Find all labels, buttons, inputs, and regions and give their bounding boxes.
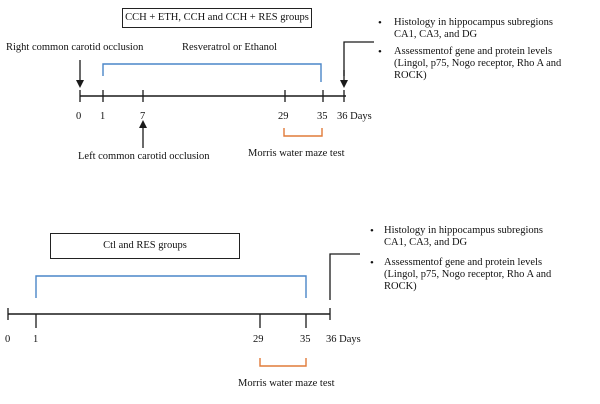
top-outcome-bullet-1: • [378,17,382,29]
top-endpoint-elbow [343,41,374,76]
bottom-tick-label-0: 0 [5,334,11,345]
bottom-outcome-assessment: Assessmentof gene and protein levels (Li… [384,257,551,293]
top-treatment-label: Resveratrol or Ethanol [182,42,278,53]
bottom-outcome-histology: Histology in hippocampus subregions CA1,… [384,225,543,249]
top-outcome-bullet-2: • [378,46,382,58]
top-tick-label-1: 1 [100,111,106,122]
top-tick-label-7: 7 [140,111,146,122]
bottom-histology-line-1: Histology in hippocampus subregions [384,225,543,236]
bottom-treatment-bracket [35,275,307,298]
top-group-box: CCH + ETH, CCH and CCH + RES groups [122,8,312,28]
top-histology-line-1: Histology in hippocampus subregions [394,17,553,28]
top-maze-label: Morris water maze test [248,148,345,159]
top-histology-line-2: CA1, CA3, and DG [394,29,478,40]
top-outcome-assessment: Assessmentof gene and protein levels (Li… [394,46,561,82]
bottom-group-box: Ctl and RES groups [50,233,240,259]
bottom-assessment-line-3: ROCK) [384,281,417,292]
bottom-endpoint-elbow [329,253,360,300]
top-assessment-line-3: ROCK) [394,70,427,81]
top-assessment-line-2: (Lingol, p75, Nogo receptor, Rho A and [394,58,562,69]
top-right-occlusion-label: Right common carotid occlusion [6,42,144,53]
top-tick-label-35: 35 [317,111,328,122]
top-maze-bracket [283,128,323,137]
bottom-assessment-line-1: Assessmentof gene and protein levels [384,257,543,268]
top-tick-label-0: 0 [76,111,82,122]
bottom-maze-bracket [259,358,307,367]
bottom-assessment-line-2: (Lingol, p75, Nogo receptor, Rho A and [384,269,552,280]
top-tick-label-36: 36 Days [337,111,372,122]
top-tick-label-29: 29 [278,111,289,122]
bottom-tick-label-29: 29 [253,334,264,345]
bottom-maze-label: Morris water maze test [238,378,335,389]
bottom-outcome-bullet-2: • [370,257,374,269]
top-treatment-bracket [102,63,322,82]
bottom-tick-label-1: 1 [33,334,39,345]
bottom-tick-label-36: 36 Days [326,334,361,345]
bottom-outcome-bullet-1: • [370,225,374,237]
top-assessment-line-1: Assessmentof gene and protein levels [394,46,553,57]
bottom-histology-line-2: CA1, CA3, and DG [384,237,468,248]
top-outcome-histology: Histology in hippocampus subregions CA1,… [394,17,553,41]
bottom-tick-label-35: 35 [300,334,311,345]
top-left-occlusion-label: Left common carotid occlusion [78,151,210,162]
